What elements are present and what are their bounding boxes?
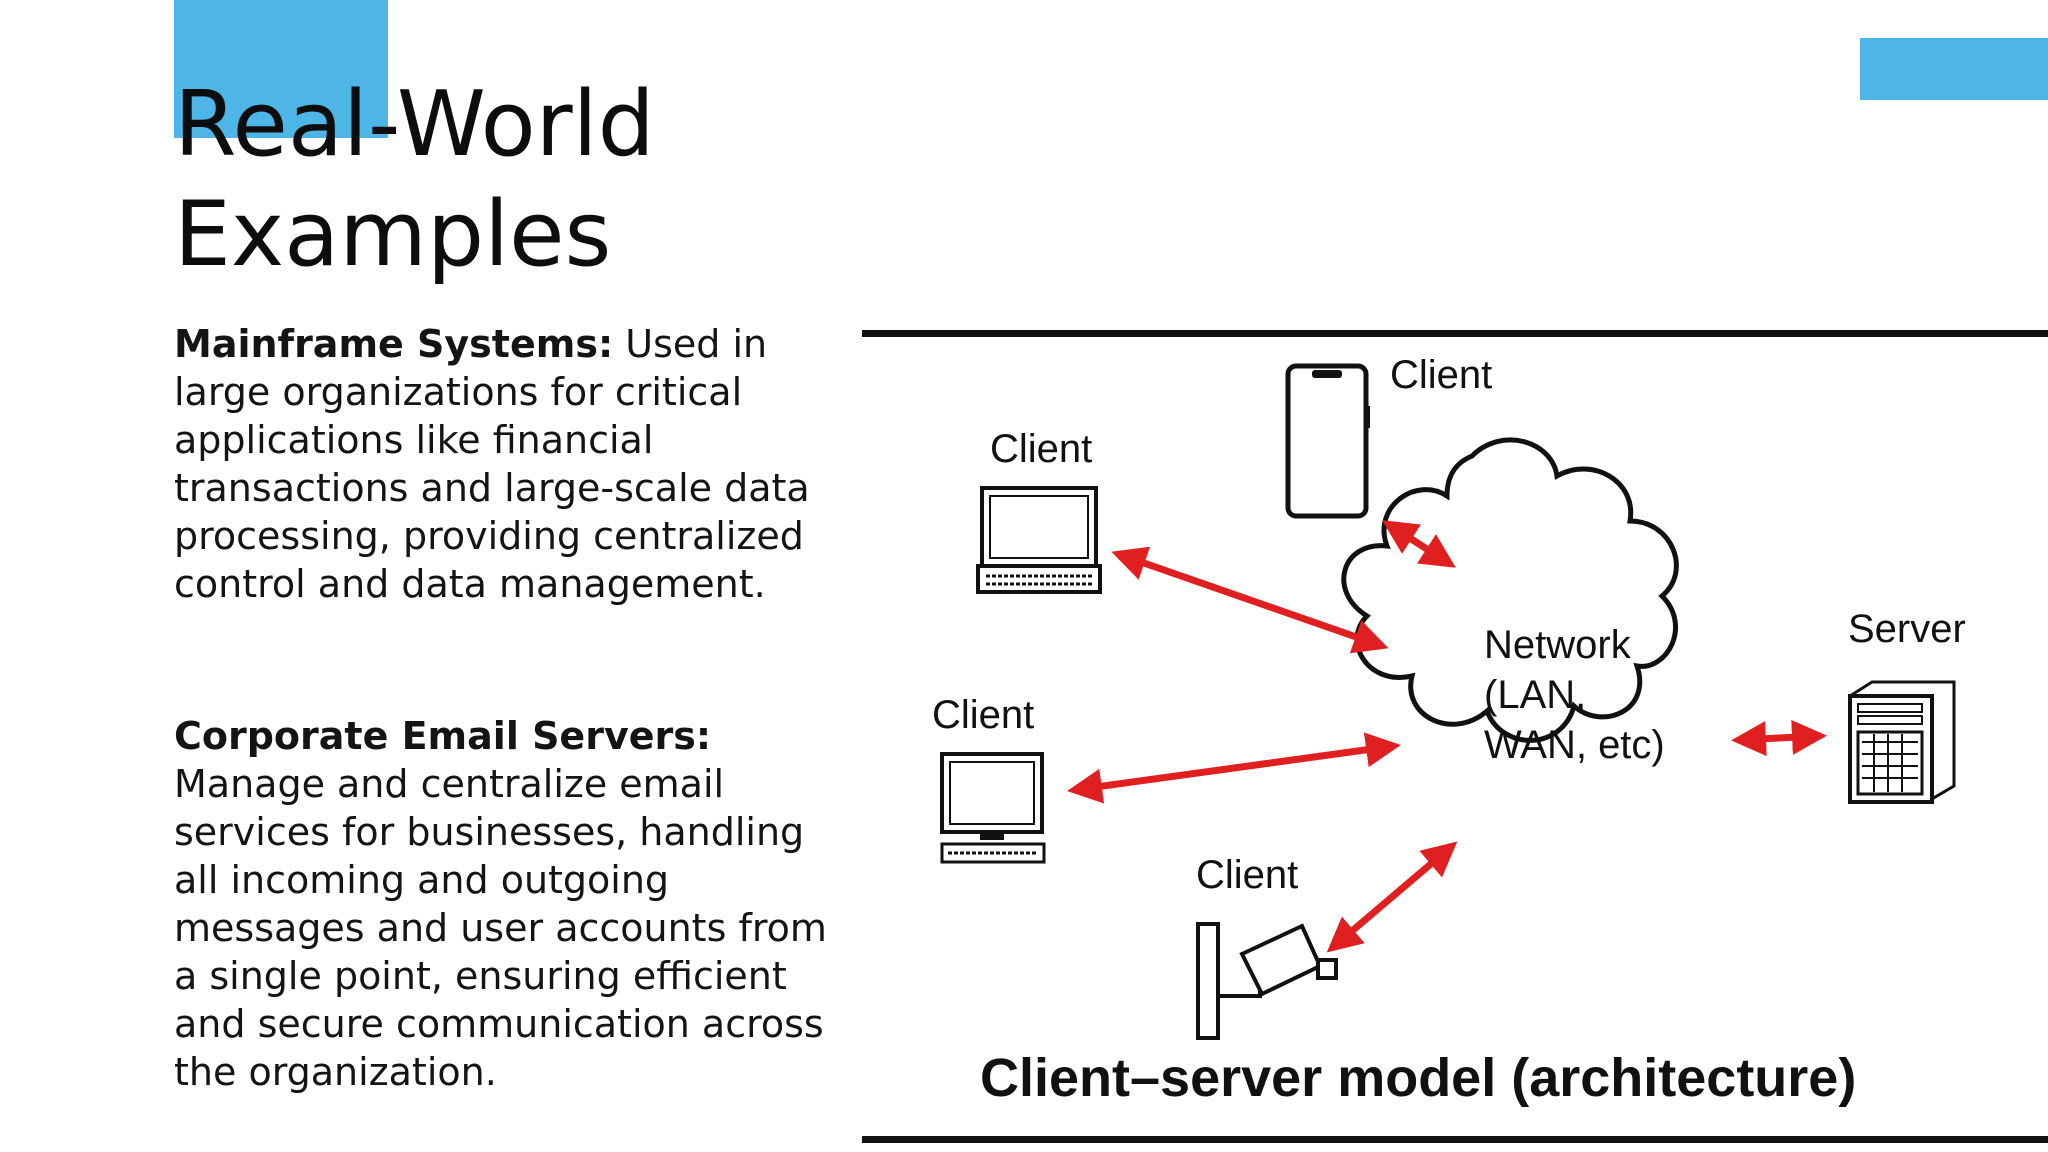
arrow-network-server — [1731, 719, 1827, 757]
server-tower-icon — [1847, 680, 1956, 804]
accent-block-top-right — [1860, 38, 2048, 100]
paragraph-email-servers: Corporate Email Servers: Manage and cent… — [174, 712, 854, 1096]
paragraph-heading: Corporate Email Servers: — [174, 714, 712, 758]
client-label-laptop: Client — [990, 427, 1092, 471]
diagram-top-rule — [862, 330, 2048, 337]
network-label-line-1: Network — [1484, 623, 1632, 667]
client-label-phone: Client — [1390, 353, 1492, 397]
accent-block-top-left — [174, 0, 388, 138]
diagram-bottom-rule — [862, 1136, 2048, 1143]
title-line-2: Examples — [174, 182, 612, 287]
arrow-camera-network — [1326, 841, 1458, 953]
smartphone-icon — [1285, 363, 1370, 519]
paragraph-mainframe: Mainframe Systems: Used in large organiz… — [174, 320, 854, 608]
arrow-laptop-network — [1111, 546, 1389, 654]
slide-title: Real-World Examples — [174, 70, 655, 290]
laptop-icon — [976, 486, 1102, 594]
arrow-phone-network — [1382, 520, 1456, 568]
paragraph-body: Used in large organizations for critical… — [174, 322, 810, 606]
security-camera-icon — [1196, 922, 1338, 1040]
paragraph-body: Manage and centralize email services for… — [174, 762, 827, 1094]
client-label-camera: Client — [1196, 853, 1298, 897]
network-label-line-2: (LAN, — [1484, 673, 1586, 717]
arrow-desktop-network — [1067, 732, 1401, 804]
client-label-desktop: Client — [932, 693, 1034, 737]
diagram-caption: Client–server model (architecture) — [980, 1048, 1856, 1108]
paragraph-heading: Mainframe Systems: — [174, 322, 614, 366]
desktop-computer-icon — [940, 752, 1046, 864]
network-label-line-3: WAN, etc) — [1484, 723, 1665, 767]
server-label: Server — [1848, 607, 1966, 651]
client-server-diagram: Network (LAN, WAN, etc) Client Client Cl… — [862, 330, 2048, 1143]
title-line-1: Real-World — [174, 72, 655, 177]
